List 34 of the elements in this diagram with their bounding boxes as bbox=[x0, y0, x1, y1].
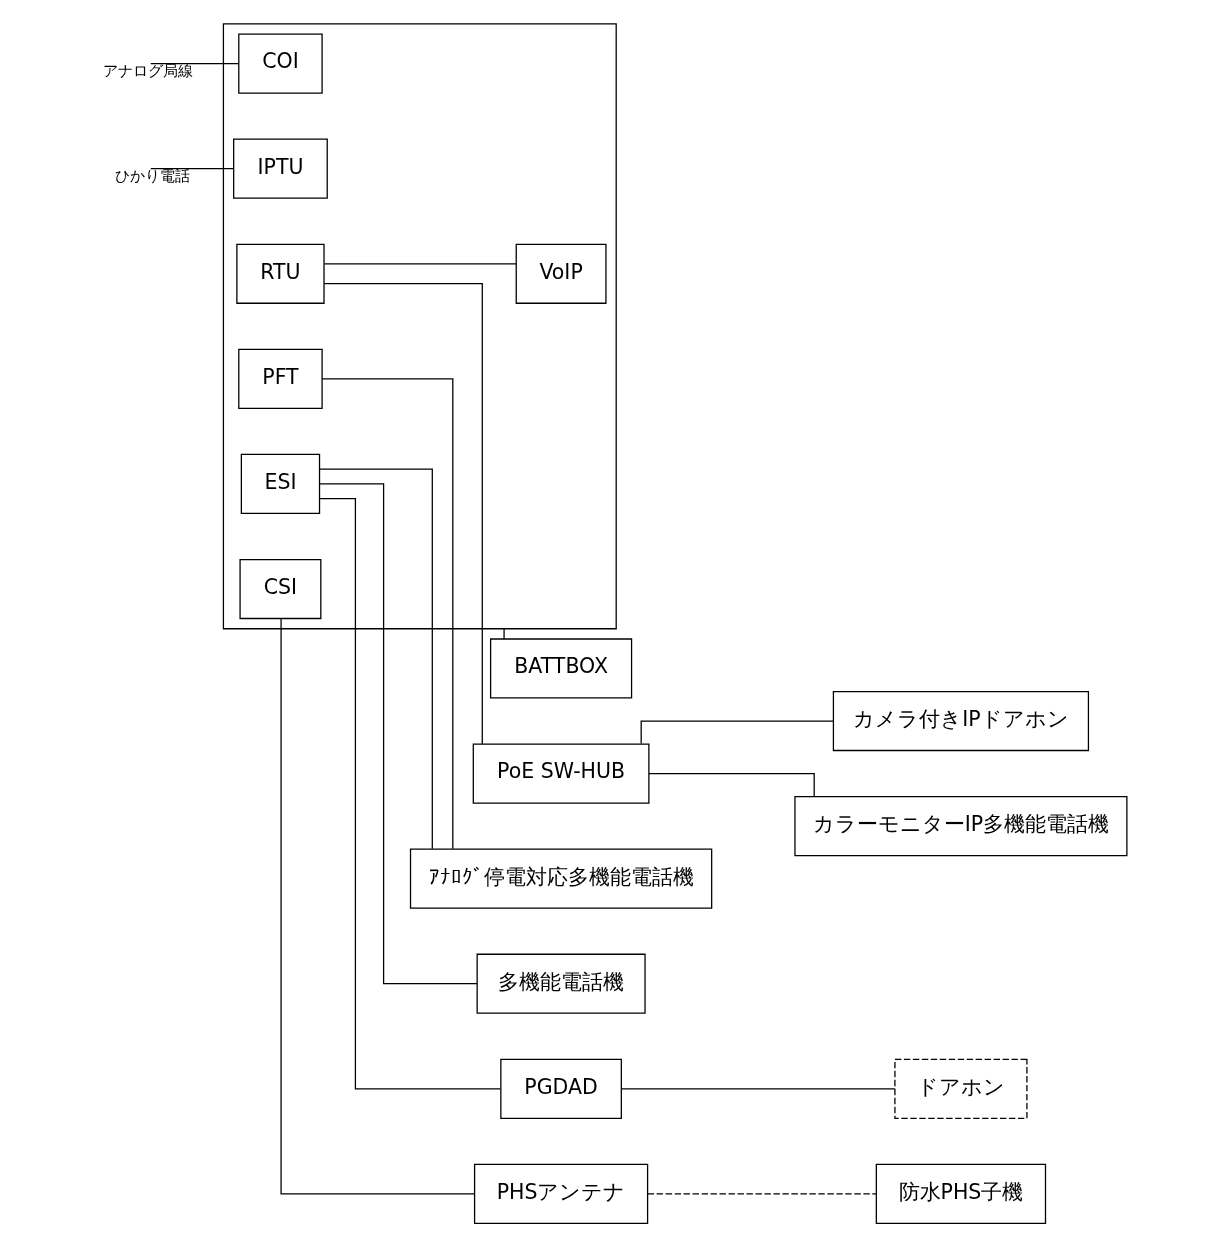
connector bbox=[323, 263, 517, 265]
connector bbox=[640, 720, 834, 745]
node-box: RTU bbox=[235, 243, 325, 304]
node-box: カラーモニターIP多機能電話機 bbox=[793, 796, 1127, 857]
connector bbox=[502, 628, 505, 640]
connector bbox=[620, 1088, 895, 1090]
connector bbox=[646, 1193, 877, 1195]
connector bbox=[279, 618, 475, 1195]
node-box: BATTBOX bbox=[489, 638, 632, 699]
node-box: PHSアンテナ bbox=[473, 1163, 648, 1224]
node-box: IPTU bbox=[232, 138, 328, 199]
node-box: PoE SW-HUB bbox=[472, 743, 649, 804]
edge-label: アナログ局線 bbox=[102, 61, 193, 80]
node-box: VoIP bbox=[515, 243, 607, 304]
node-box: PGDAD bbox=[499, 1058, 622, 1119]
connector bbox=[318, 483, 478, 985]
node-box: カメラ付きIPドアホン bbox=[832, 690, 1089, 752]
node-box: COI bbox=[237, 33, 323, 94]
connector bbox=[149, 62, 239, 65]
node-box: PFT bbox=[237, 348, 323, 409]
node-box: 多機能電話機 bbox=[476, 953, 646, 1014]
node-box: ESI bbox=[240, 453, 320, 515]
node-box: CSI bbox=[238, 558, 321, 620]
node-box: 防水PHS子機 bbox=[875, 1163, 1046, 1224]
connector bbox=[647, 772, 815, 797]
connector bbox=[321, 378, 453, 850]
connector bbox=[323, 282, 483, 745]
cluster bbox=[222, 23, 617, 630]
node-box: ｱﾅﾛｸﾞ停電対応多機能電話機 bbox=[409, 848, 712, 909]
connector bbox=[318, 468, 433, 850]
connector bbox=[318, 498, 501, 1090]
edge-label: ひかり電話 bbox=[114, 167, 190, 185]
node-box: ドアホン bbox=[893, 1058, 1028, 1119]
connector bbox=[149, 168, 234, 170]
